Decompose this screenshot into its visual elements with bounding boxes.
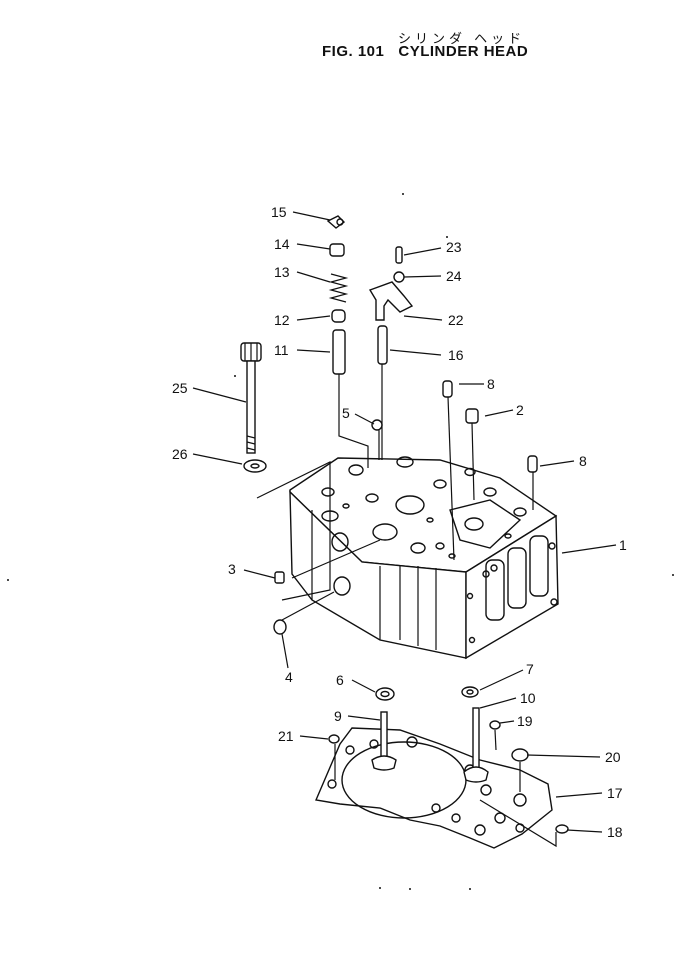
callout-16: 16 [448, 347, 464, 363]
adjusting-screw [395, 246, 403, 264]
callout-24: 24 [446, 268, 462, 284]
head-bolt [240, 342, 262, 454]
callout-4: 4 [285, 669, 293, 685]
steel-ball [371, 419, 383, 431]
callout-6: 6 [336, 672, 344, 688]
seal-ring-20 [511, 748, 529, 762]
o-ring-4 [273, 619, 287, 635]
callout-12: 12 [274, 312, 290, 328]
o-ring-21 [328, 734, 340, 744]
valve-guide [332, 329, 346, 375]
crosshead-guide-pin [377, 325, 388, 365]
exhaust-valve [371, 711, 397, 771]
valve-cotter [326, 215, 346, 229]
callout-20: 20 [605, 749, 621, 765]
seal-ring-18 [555, 824, 569, 834]
title-japanese: シリンダ ヘッド [398, 32, 526, 47]
cylinder-head-block [289, 456, 559, 660]
o-ring-19 [489, 720, 501, 730]
valve-seat-ring [375, 687, 395, 701]
valve-stem-seal [331, 309, 346, 323]
leader-lines [192, 211, 617, 833]
callout-19: 19 [517, 713, 533, 729]
callout-15: 15 [271, 204, 287, 220]
intake-valve [463, 707, 489, 783]
callout-23: 23 [446, 239, 462, 255]
callout-22: 22 [448, 312, 464, 328]
lock-nut [393, 271, 405, 283]
callout-11: 11 [274, 342, 289, 358]
figure-title: FIG. 101 CYLINDER HEAD [322, 43, 529, 60]
threaded-plug [465, 408, 479, 424]
callout-7: 7 [526, 661, 534, 677]
dowel-pin-right [527, 455, 538, 473]
callout-5: 5 [342, 405, 350, 421]
callout-labels: 1 2 3 4 5 6 7 8 8 9 10 11 12 13 14 15 16… [172, 204, 627, 840]
callout-17: 17 [607, 785, 623, 801]
callout-3: 3 [228, 561, 236, 577]
callout-25: 25 [172, 380, 188, 396]
spring-retainer [329, 243, 345, 257]
valve-seat-ring-2 [461, 686, 479, 698]
assembly-guide-lines [256, 364, 557, 848]
callout-13: 13 [274, 264, 290, 280]
callout-26: 26 [172, 446, 188, 462]
plug-3 [274, 571, 285, 584]
bolt-washer [243, 459, 267, 473]
callout-9: 9 [334, 708, 342, 724]
callout-10: 10 [520, 690, 536, 706]
callout-21: 21 [278, 728, 294, 744]
callout-1: 1 [619, 537, 627, 553]
crosshead [368, 281, 414, 321]
callout-8-right: 8 [579, 453, 587, 469]
callout-14: 14 [274, 236, 290, 252]
callout-18: 18 [607, 824, 623, 840]
callout-8-upper: 8 [487, 376, 495, 392]
head-gasket [315, 727, 553, 849]
scan-specks [7, 193, 674, 890]
callout-2: 2 [516, 402, 524, 418]
valve-spring [328, 273, 349, 303]
dowel-pin-left [442, 380, 453, 398]
